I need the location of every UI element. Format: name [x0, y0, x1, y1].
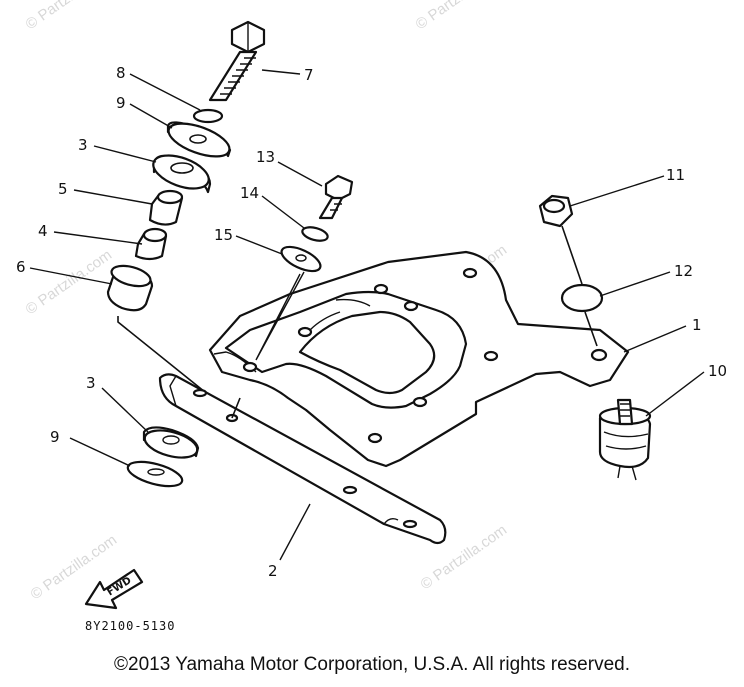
part-6-damper[interactable] — [106, 262, 154, 312]
callout-3: 3 — [86, 374, 96, 392]
callout-9: 9 — [50, 428, 60, 446]
copyright-notice: ©2013 Yamaha Motor Corporation, U.S.A. A… — [114, 654, 630, 675]
part-3-rubber-bottom[interactable] — [142, 425, 200, 462]
part-14-washer[interactable] — [301, 225, 329, 243]
callout-15: 15 — [214, 226, 233, 244]
callout-1: 1 — [692, 316, 702, 334]
watermark: © Partzilla.com — [413, 0, 506, 33]
callout-2: 2 — [268, 562, 278, 580]
callout-11: 11 — [666, 166, 685, 184]
callout-14: 14 — [240, 184, 259, 202]
part-4-collar[interactable] — [134, 227, 168, 261]
watermark: © Partzilla.com — [23, 0, 116, 33]
assembly-guide-line — [117, 316, 206, 393]
callouts: 7 8 9 3 5 4 6 13 14 15 11 12 1 10 3 9 2 — [16, 64, 727, 580]
part-7-bolt[interactable] — [208, 20, 266, 102]
part-2-lower-bar[interactable] — [158, 373, 447, 545]
part-12-washer[interactable] — [560, 283, 604, 313]
callout-10: 10 — [708, 362, 727, 380]
callout-12: 12 — [674, 262, 693, 280]
callout-6: 6 — [16, 258, 26, 276]
part-11-nut[interactable] — [538, 194, 574, 228]
part-9-washer-bottom[interactable] — [125, 457, 184, 491]
part-8-washer[interactable] — [192, 108, 224, 124]
callout-8: 8 — [116, 64, 126, 82]
callout-13: 13 — [256, 148, 275, 166]
diagram-code: 8Y2100-5130 — [85, 619, 176, 633]
callout-9: 9 — [116, 94, 126, 112]
forward-arrow-icon: FWD — [84, 568, 144, 610]
part-1-bracket-plate[interactable] — [208, 250, 630, 468]
callout-7: 7 — [304, 66, 314, 84]
nut-guide-line — [561, 225, 583, 285]
part-3-rubber-top[interactable] — [149, 149, 213, 195]
washer-guide-line — [584, 311, 598, 347]
part-5-collar[interactable] — [148, 189, 184, 226]
leader-lines — [29, 69, 705, 561]
part-9-washer-top[interactable] — [164, 117, 233, 163]
callout-4: 4 — [38, 222, 48, 240]
part-13-bolt[interactable] — [318, 174, 354, 220]
callout-5: 5 — [58, 180, 68, 198]
part-15-washer[interactable] — [278, 242, 324, 276]
callout-3: 3 — [78, 136, 88, 154]
part-10-rubber-mount[interactable] — [598, 398, 652, 481]
